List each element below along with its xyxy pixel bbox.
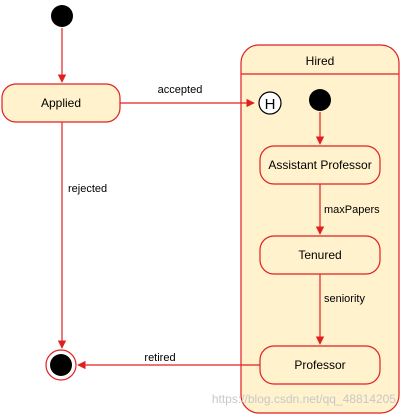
transition-rejected-label: rejected: [68, 183, 107, 195]
initial-state[interactable]: [51, 5, 73, 27]
state-applied-label: Applied: [41, 96, 81, 110]
watermark-text: https://blog.csdn.net/qq_48814205: [212, 392, 396, 406]
state-tenured-label: Tenured: [298, 248, 341, 262]
state-professor-label: Professor: [294, 358, 345, 372]
transition-seniority-label: seniority: [324, 293, 365, 305]
history-state[interactable]: H: [258, 91, 282, 115]
final-state[interactable]: [45, 349, 77, 381]
composite-state-hired-label: Hired: [306, 54, 335, 68]
state-professor[interactable]: Professor: [259, 345, 381, 385]
transition-accepted-label: accepted: [158, 84, 203, 96]
state-tenured[interactable]: Tenured: [259, 235, 381, 275]
inner-initial-state[interactable]: [309, 89, 331, 111]
state-applied[interactable]: Applied: [1, 83, 121, 123]
transition-retired-label: retired: [144, 352, 175, 364]
state-assistant-professor-label: Assistant Professor: [268, 158, 371, 172]
transition-max-papers-label: maxPapers: [324, 204, 380, 216]
state-assistant-professor[interactable]: Assistant Professor: [259, 145, 381, 185]
history-state-label: H: [265, 96, 276, 113]
